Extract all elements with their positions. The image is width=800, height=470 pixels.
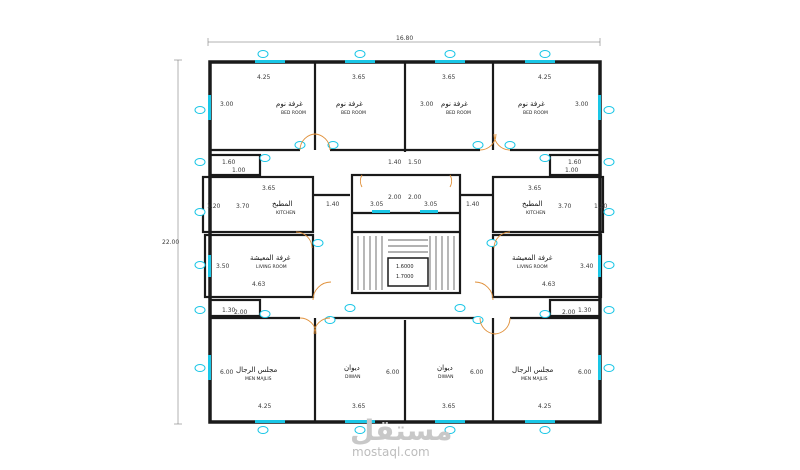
dim-bed3-height: 3.00	[420, 101, 434, 108]
dim-kitchen-right-width: 3.65	[528, 185, 542, 192]
dim-core-left: 3.05	[370, 201, 384, 208]
window-tags	[194, 50, 615, 434]
overall-width-label: 16.80	[396, 35, 413, 42]
stair-core	[350, 173, 462, 295]
bedroom-1-arabic: غرفة نوم	[276, 100, 303, 108]
elevator-box	[387, 257, 429, 287]
dim-living-left-width: 4.63	[252, 281, 266, 288]
kitchen-left-arabic: المطبخ	[272, 200, 293, 208]
dim-living-right-height: 3.40	[580, 263, 594, 270]
overall-dimensions	[174, 38, 601, 425]
dim-majlis-right-width: 4.25	[538, 403, 552, 410]
dim-living-left-height: 3.50	[216, 263, 230, 270]
watermark-latin: mostaql.com	[352, 445, 430, 459]
bedroom-4-english: BED ROOM	[523, 110, 548, 116]
door-swings	[295, 133, 511, 335]
dim-bed4-height: 3.00	[575, 101, 589, 108]
dim-diwan-left-width: 3.65	[352, 403, 366, 410]
watermark-arabic: مستقل	[350, 414, 452, 447]
dim-kitchen-left-width: 3.65	[262, 185, 276, 192]
dim-majlis-left-width: 4.25	[258, 403, 272, 410]
dim-kitchen-left-height: 3.70	[236, 203, 250, 210]
dim-core-right: 3.05	[424, 201, 438, 208]
dim-core-top-a: 1.40	[388, 159, 402, 166]
majlis-right-english: MEN MAJLIS	[521, 376, 548, 382]
dim-core-mid-b: 2.00	[408, 194, 422, 201]
dim-bath-br-width: 1.30	[578, 307, 592, 314]
overall-height-label: 22.00	[162, 239, 179, 246]
diwan-right-english: DIWAN	[438, 374, 453, 380]
bedroom-3-english: BED ROOM	[446, 110, 471, 116]
dim-diwan-right-width: 3.65	[442, 403, 456, 410]
bedroom-3-arabic: غرفة نوم	[441, 100, 468, 108]
inner-walls	[201, 62, 605, 422]
dim-bed1-width: 4.25	[257, 74, 271, 81]
windows	[208, 60, 601, 423]
kitchen-left-english: KITCHEN	[276, 210, 296, 216]
bedroom-2-english: BED ROOM	[341, 110, 366, 116]
dim-bath-tl-width: 1.60	[222, 159, 236, 166]
dim-bath-tl-height: 1.00	[232, 167, 246, 174]
dim-kitchen-left-edge: 1.20	[207, 203, 221, 210]
dim-bath-bl-width: 1.30	[222, 307, 236, 314]
majlis-left-arabic: مجلس الرجال	[236, 366, 277, 374]
living-right-arabic: غرفة المعيشة	[512, 254, 553, 262]
bedroom-2-arabic: غرفة نوم	[336, 100, 363, 108]
diwan-left-arabic: ديوان	[344, 364, 360, 372]
diwan-right-arabic: ديوان	[437, 364, 453, 372]
dim-corridor-left: 1.40	[326, 201, 340, 208]
dim-diwan-left-height: 6.00	[386, 369, 400, 376]
majlis-right-arabic: مجلس الرجال	[512, 366, 553, 374]
dim-majlis-left-height: 6.00	[220, 369, 234, 376]
living-left-english: LIVING ROOM	[256, 264, 287, 270]
dim-corridor-right: 1.40	[466, 201, 480, 208]
dim-kitchen-right-edge: 1.20	[594, 203, 608, 210]
dim-diwan-right-height: 6.00	[470, 369, 484, 376]
living-right-english: LIVING ROOM	[517, 264, 548, 270]
stair-label-b: 1.7000	[396, 274, 414, 280]
dim-bed3-width: 3.65	[442, 74, 456, 81]
dim-kitchen-right-height: 3.70	[558, 203, 572, 210]
kitchen-right-english: KITCHEN	[526, 210, 546, 216]
bedroom-1-english: BED ROOM	[281, 110, 306, 116]
dim-majlis-right-height: 6.00	[578, 369, 592, 376]
majlis-left-english: MEN MAJLIS	[245, 376, 272, 382]
dim-bath-tr-width: 1.60	[568, 159, 582, 166]
diwan-left-english: DIWAN	[345, 374, 360, 380]
dim-living-right-width: 4.63	[542, 281, 556, 288]
stair-steps	[357, 236, 455, 290]
dim-core-top-b: 1.50	[408, 159, 422, 166]
dim-core-mid-a: 2.00	[388, 194, 402, 201]
kitchen-right-arabic: المطبخ	[522, 200, 543, 208]
living-left-arabic: غرفة المعيشة	[250, 254, 291, 262]
bedroom-4-arabic: غرفة نوم	[518, 100, 545, 108]
stair-label-a: 1.6000	[396, 264, 414, 270]
dim-bed1-height: 3.00	[220, 101, 234, 108]
dim-bed4-width: 4.25	[538, 74, 552, 81]
dim-bath-tr-height: 1.00	[565, 167, 579, 174]
dim-bed2-width: 3.65	[352, 74, 366, 81]
dim-bath-br-height: 2.00	[562, 309, 576, 316]
dim-bath-bl-height: 2.00	[234, 309, 248, 316]
